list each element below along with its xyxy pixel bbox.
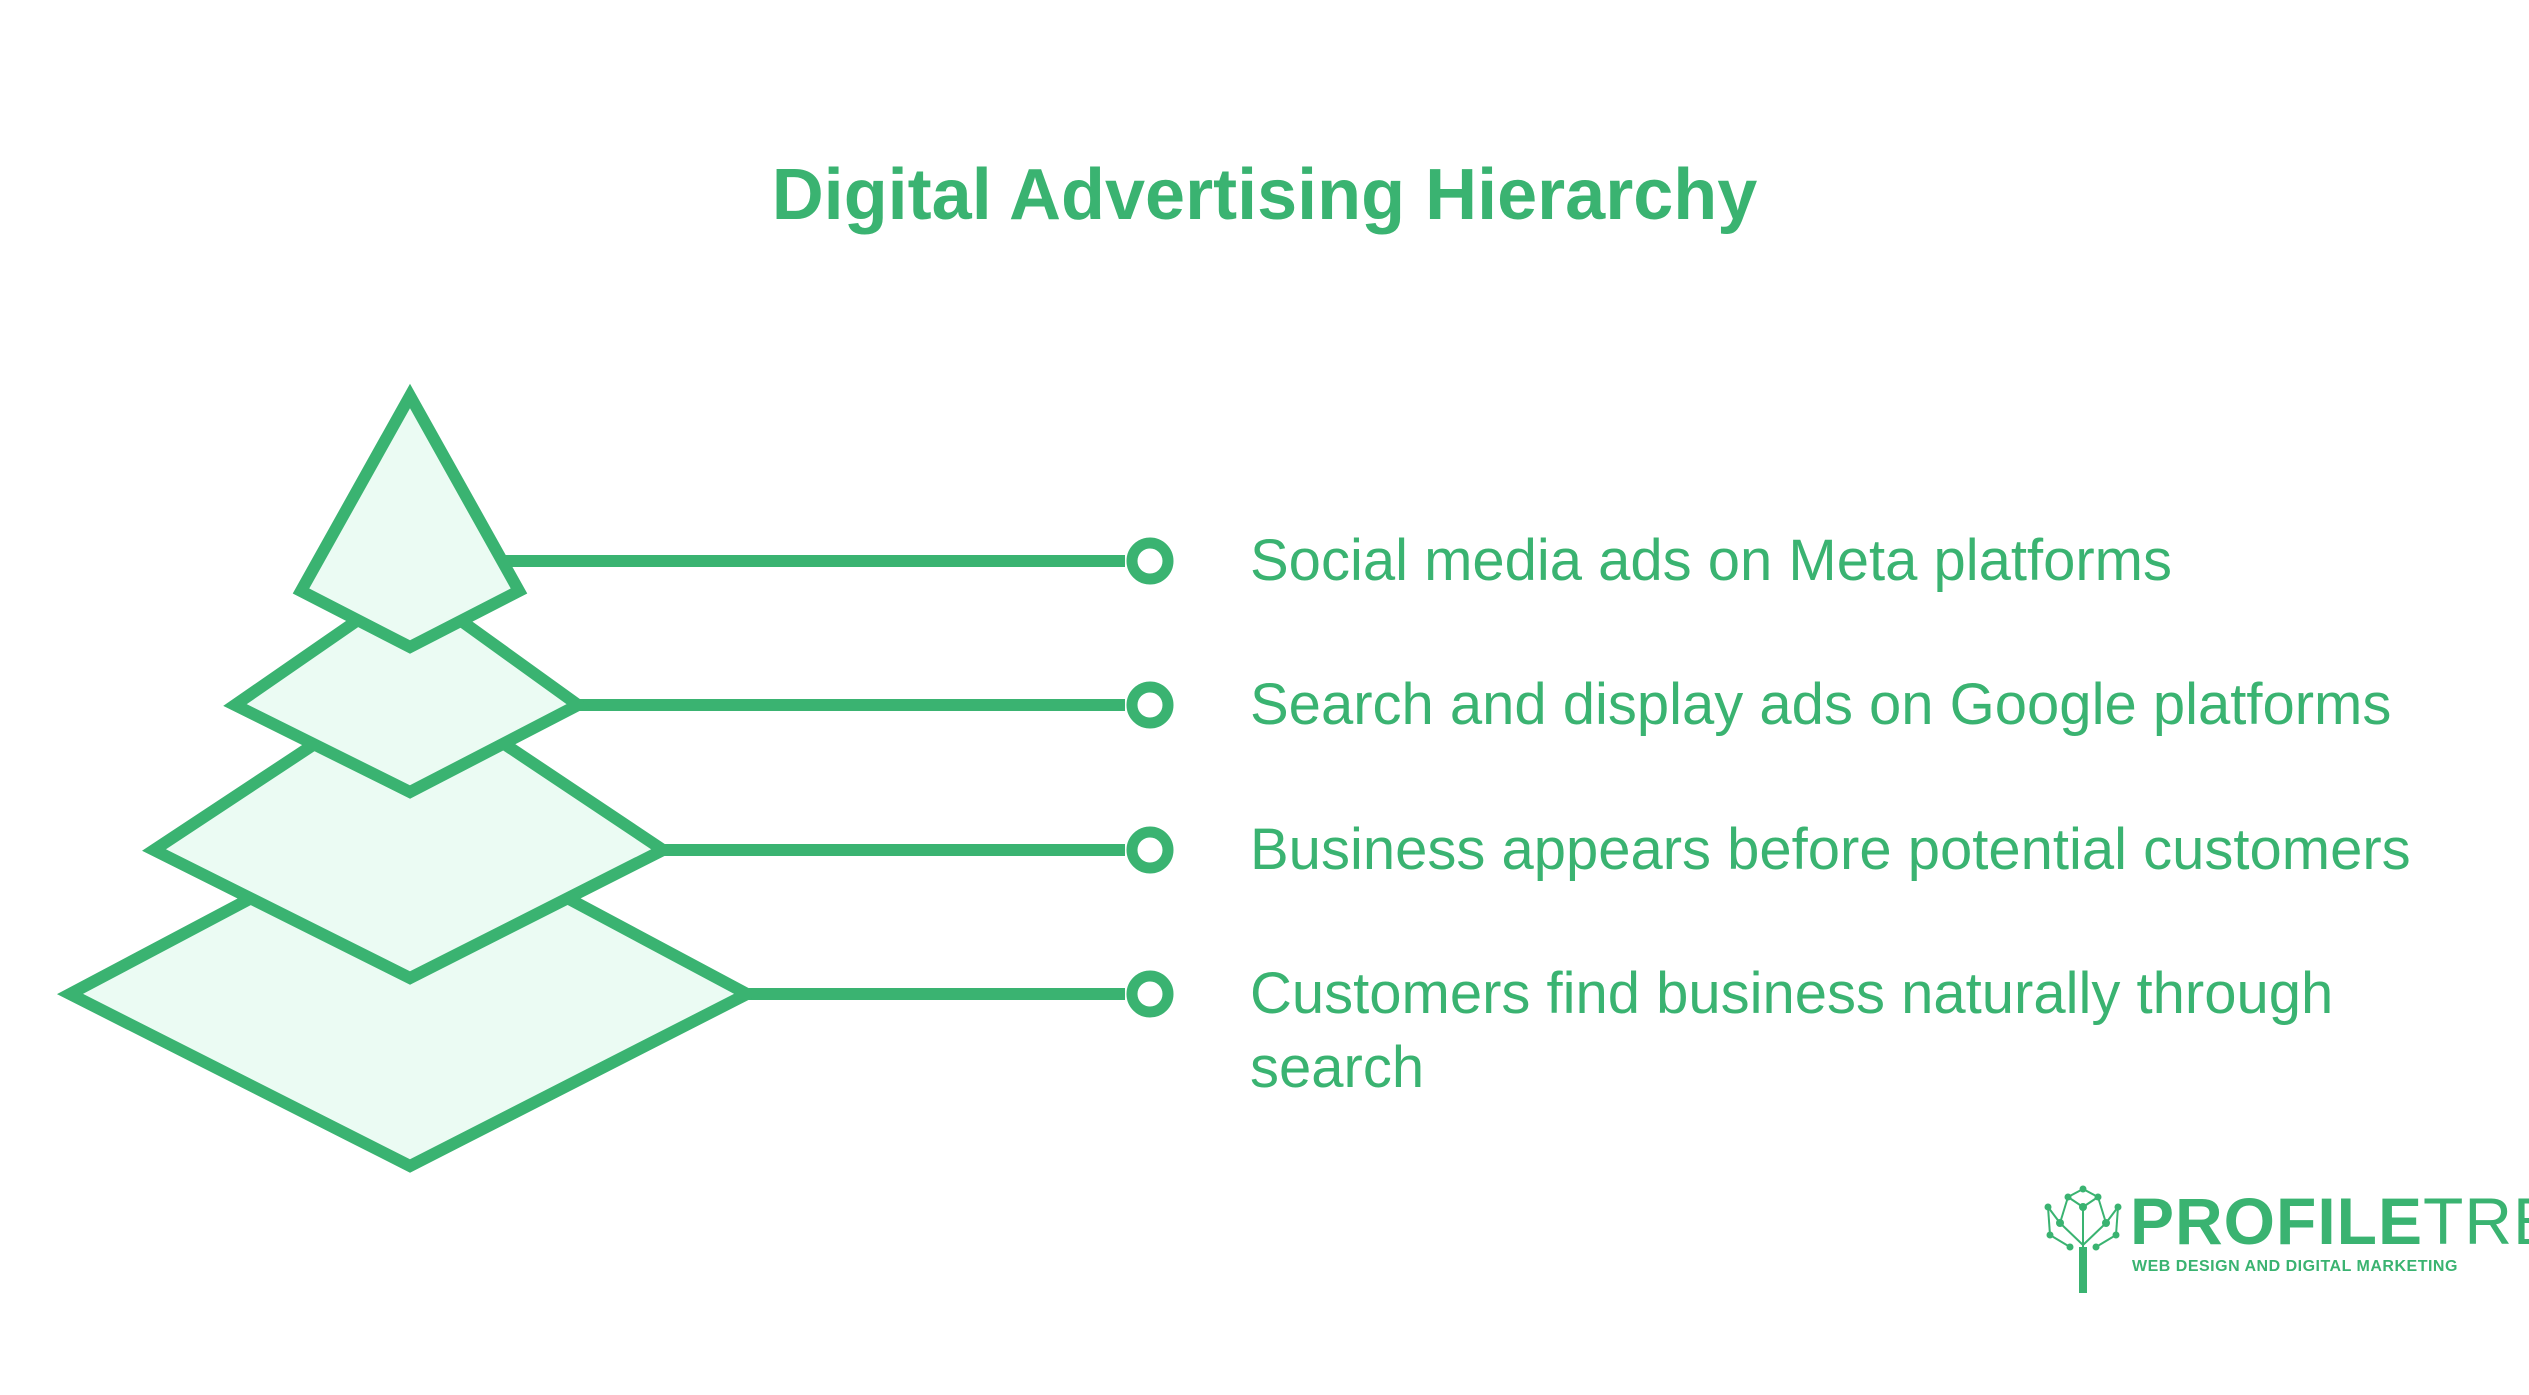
- level-label-4: Customers find business naturally throug…: [1250, 961, 2334, 1100]
- pyramid-layer-3: [142, 673, 675, 985]
- level-label-1: Social media ads on Meta platforms: [1250, 528, 2172, 593]
- connector-dot-2: [1126, 681, 1174, 729]
- pyramid-layer-2: [223, 576, 590, 799]
- connector-dot-3: [1126, 826, 1174, 874]
- level-label-2: Search and display ads on Google platfor…: [1250, 672, 2392, 737]
- connector-dot-1: [1126, 537, 1174, 585]
- logo-wordmark: PROFILETREE: [2130, 1185, 2529, 1257]
- page-title: Digital Advertising Hierarchy: [771, 155, 1758, 235]
- pyramid-apex: [292, 383, 528, 654]
- connector-dot-4: [1126, 970, 1174, 1018]
- tree-logo-icon: [2044, 1185, 2122, 1293]
- logo-brand-thin: TREE: [2423, 1184, 2529, 1258]
- logo-tagline: WEB DESIGN AND DIGITAL MARKETING: [2132, 1258, 2458, 1275]
- profiletree-logo: PROFILETREE WEB DESIGN AND DIGITAL MARKE…: [2040, 1185, 2529, 1295]
- pyramid-layer-4: [56, 807, 760, 1173]
- level-label-3: Business appears before potential custom…: [1250, 817, 2411, 882]
- logo-brand-bold: PROFILE: [2130, 1184, 2424, 1258]
